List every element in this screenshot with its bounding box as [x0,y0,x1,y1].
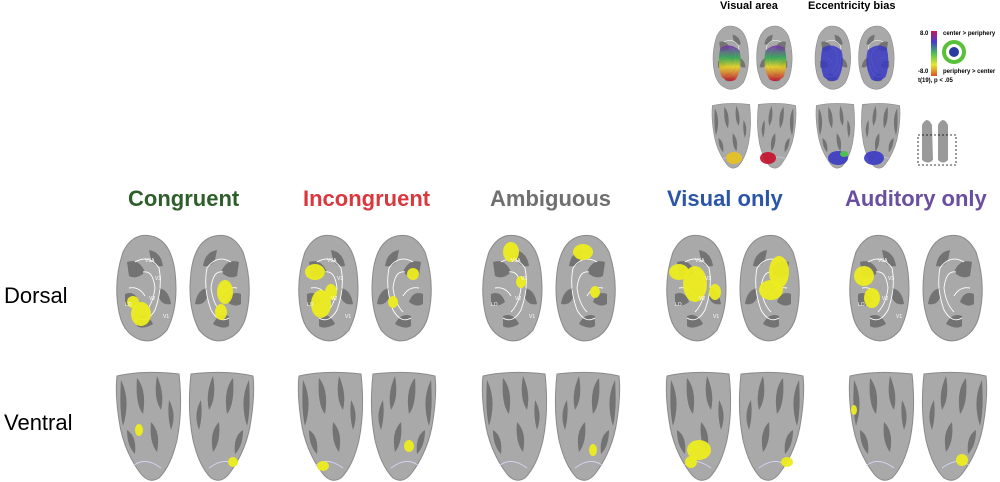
roi-label-1: V3 [155,276,161,282]
ventral-left-hemisphere-3 [481,371,548,481]
condition-title-incongruent: Incongruent [303,186,431,211]
condition-title-auditory-only: Auditory only [845,186,987,211]
dorsal-left-hemisphere-2 [298,234,359,342]
colorbar-max-label: 8.0 [920,31,929,37]
threshold-label: t(19), p < .05 [918,78,953,84]
ventral-left-hemisphere-5 [848,371,915,481]
ventral-left-hemisphere-2 [297,371,364,481]
dorsal-right-hemisphere-2 [371,234,432,342]
inset-visual-area-left [712,25,749,90]
roi-label-4: V3 [705,276,711,282]
roi-label-1: LO [125,302,132,308]
condition-title-visual-only: Visual only [667,186,783,211]
dorsal-left-hemisphere-1 [116,234,177,342]
inset-visual-area-ventral-right [757,103,797,169]
eccentricity-heading: Eccentricity bias [808,0,896,12]
ventral-left-hemisphere-1 [115,371,182,481]
roi-label-3: V1 [529,314,535,320]
roi-label-5: V3 [888,276,894,282]
colorbar [931,31,937,76]
inset-visual-area-right [756,25,793,90]
roi-label-2: V1 [345,314,351,320]
dorsal-left-hemisphere-4 [666,234,727,342]
roi-label-3: V2 [515,296,521,302]
roi-label-2: V3A [327,258,337,264]
eccentricity-center-icon [949,47,959,57]
roi-label-4: LO [675,302,682,308]
roi-label-4: V2 [699,296,705,302]
ventral-right-hemisphere-3 [554,371,621,481]
roi-label-3: V3A [511,258,521,264]
roi-label-5: V2 [882,296,888,302]
center-periphery-label: center > periphery [943,31,996,37]
inset-ecc-ventral-right-overlay [864,151,884,165]
condition-title-ambiguous: Ambiguous [490,186,611,211]
inset-va-ventral-right-overlay [760,152,776,164]
inset-visual-area-ventral-left [711,103,751,169]
ventral-left-hemisphere-4 [665,371,732,481]
dorsal-right-hemisphere-4 [739,234,800,342]
roi-label-2: V3 [337,276,343,282]
roi-label-1: V1 [163,314,169,320]
roi-label-4: V1 [713,314,719,320]
dorsal-left-hemisphere-3 [482,234,543,342]
ventral-right-hemisphere-4 [738,371,805,481]
dorsal-right-hemisphere-3 [555,234,616,342]
roi-label-1: V3A [145,258,155,264]
roi-label-2: V2 [331,296,337,302]
roi-label-5: LO [858,302,865,308]
eccentricity-ring-icon [942,40,966,64]
colorbar-min-label: -8.0 [918,69,929,75]
roi-label-5: V1 [896,314,902,320]
inset-va-ventral-left-overlay [726,152,742,164]
inset-eccentricity-left [814,25,851,90]
roi-label-3: V3 [521,276,527,282]
roi-label-1: V2 [149,296,155,302]
dorsal-right-hemisphere-5 [922,234,983,342]
inset-eccentricity-right [858,25,895,90]
ventral-right-hemisphere-1 [188,371,255,481]
ventral-right-hemisphere-5 [921,371,988,481]
dorsal-left-hemisphere-5 [849,234,910,342]
periphery-center-label: periphery > center [943,69,996,75]
roi-label-4: V3A [695,258,705,264]
inset-ecc-ventral-center-overlay [840,151,848,157]
condition-title-congruent: Congruent [128,186,240,211]
row-label-dorsal: Dorsal [4,283,68,308]
row-label-ventral: Ventral [4,410,73,435]
roi-label-3: LO [491,302,498,308]
dorsal-right-hemisphere-1 [189,234,250,342]
visual-area-heading: Visual area [720,0,778,12]
locator-brain-icon [917,120,957,166]
ventral-right-hemisphere-2 [370,371,437,481]
roi-label-2: LO [307,302,314,308]
roi-label-5: V3A [878,258,888,264]
